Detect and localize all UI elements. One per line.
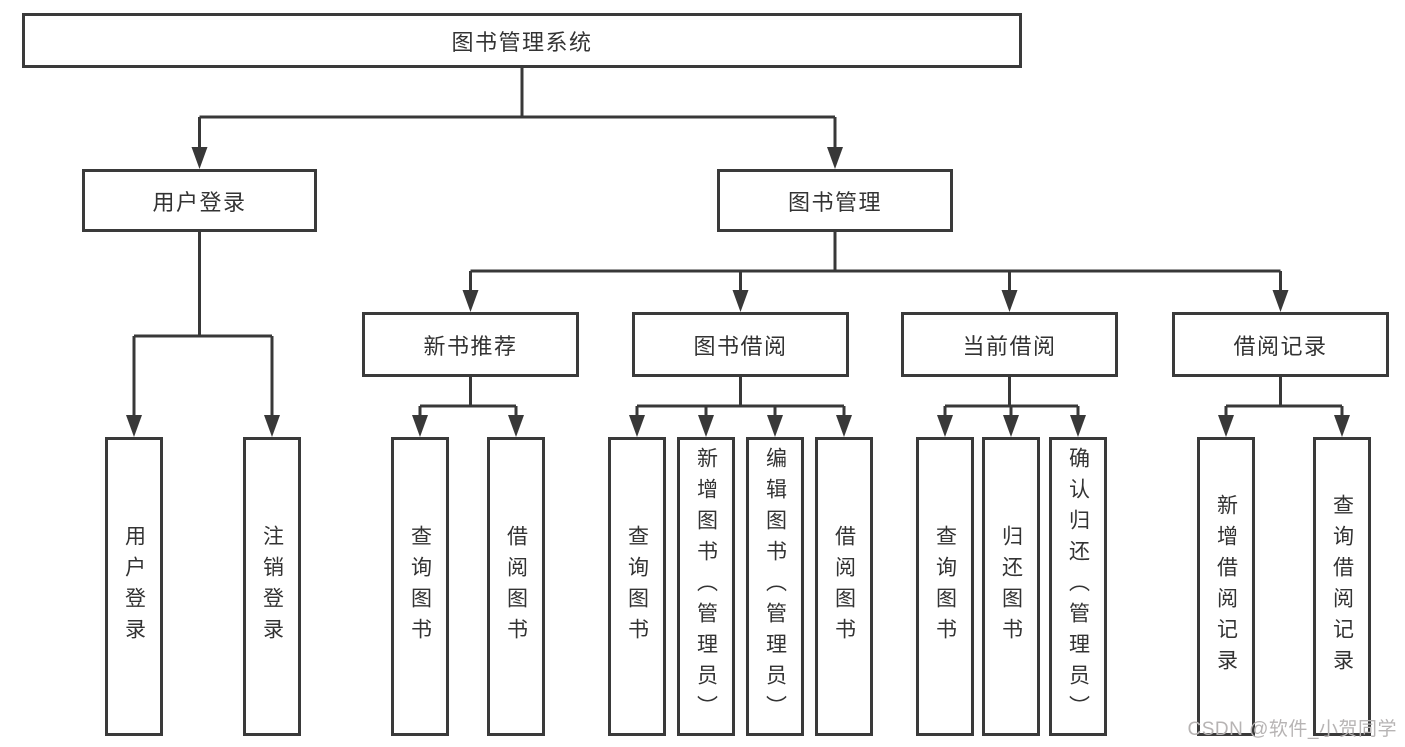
node-book-borrowing: 图书借阅 [632,312,849,377]
node-label: 当前借阅 [962,333,1057,359]
arrowheads [126,147,1350,437]
node-leaf-borrow-books-2: 借阅图书 [815,437,873,736]
node-label: 借阅图书 [832,524,856,649]
node-label: 查询图书 [625,524,649,649]
node-leaf-edit-books-admin: 编辑图书（管理员） [746,437,804,736]
node-label: 图书借阅 [693,333,788,359]
node-label: 新增借阅记录 [1214,493,1238,680]
node-label: 归还图书 [999,524,1023,649]
node-borrowing-records: 借阅记录 [1172,312,1389,377]
node-label: 新增图书（管理员） [694,447,718,726]
node-leaf-search-borrow-record: 查询借阅记录 [1313,437,1371,736]
node-leaf-add-books-admin: 新增图书（管理员） [677,437,735,736]
node-label: 新书推荐 [423,333,518,359]
node-label: 编辑图书（管理员） [763,447,787,726]
node-leaf-borrow-books-1: 借阅图书 [487,437,545,736]
node-user-login: 用户登录 [82,169,317,232]
node-leaf-add-borrow-record: 新增借阅记录 [1197,437,1255,736]
node-label: 图书管理 [787,189,882,215]
node-label: 查询图书 [408,524,432,649]
node-leaf-user-login: 用户登录 [105,437,163,736]
node-label: 用户登录 [122,524,146,649]
node-new-book-recommend: 新书推荐 [362,312,579,377]
node-book-management: 图书管理 [717,169,953,232]
node-label: 查询图书 [933,524,957,649]
node-current-borrowing: 当前借阅 [901,312,1118,377]
node-leaf-search-books-2: 查询图书 [608,437,666,736]
node-label: 借阅记录 [1233,333,1328,359]
node-leaf-logout: 注销登录 [243,437,301,736]
node-leaf-return-books: 归还图书 [982,437,1040,736]
node-label: 注销登录 [260,524,284,649]
node-label: 用户登录 [152,189,247,215]
node-leaf-confirm-return-admin: 确认归还（管理员） [1049,437,1107,736]
node-label: 确认归还（管理员） [1066,447,1090,726]
node-leaf-search-books-3: 查询图书 [916,437,974,736]
watermark: CSDN @软件_小贺同学 [1187,719,1397,740]
node-leaf-search-books-1: 查询图书 [391,437,449,736]
node-label: 借阅图书 [504,524,528,649]
node-label: 查询借阅记录 [1330,493,1354,680]
node-root: 图书管理系统 [22,13,1022,68]
node-label: 图书管理系统 [451,29,593,55]
